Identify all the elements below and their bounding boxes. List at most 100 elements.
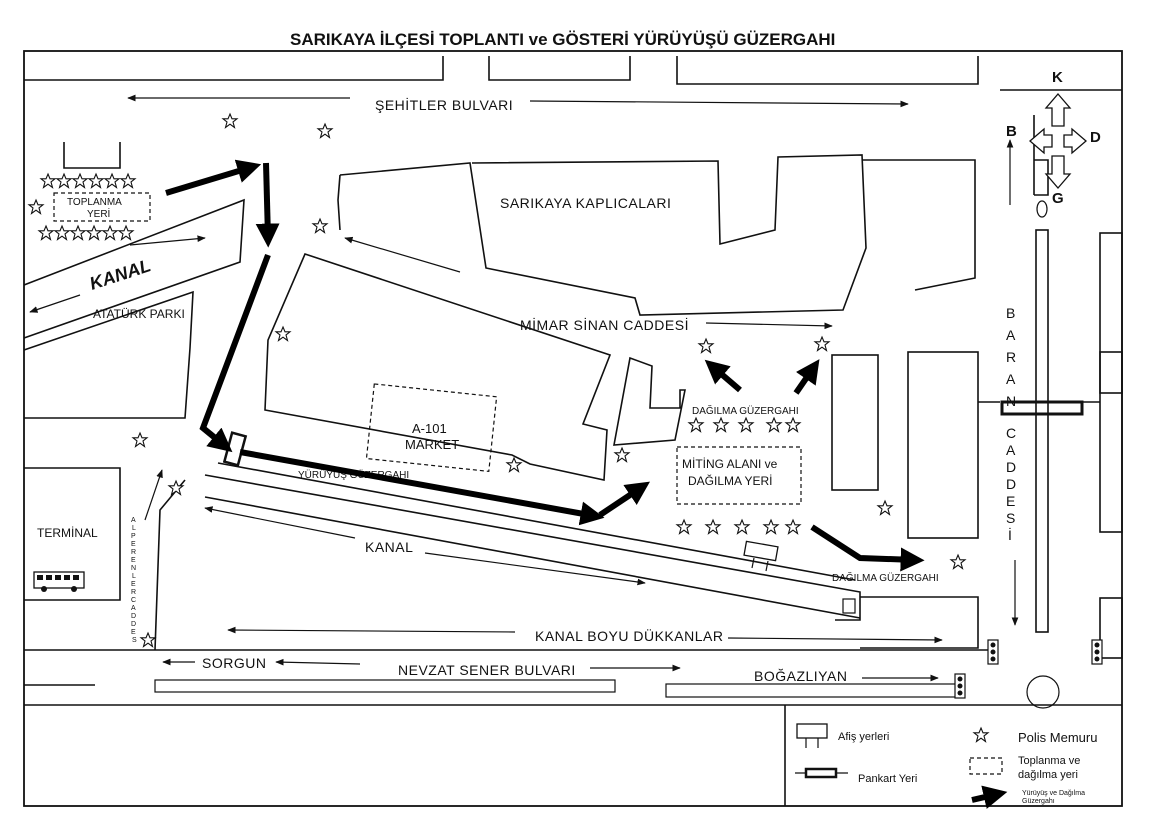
label-kanal-bold: KANAL bbox=[87, 255, 153, 293]
star-icon bbox=[785, 417, 801, 433]
star-icon bbox=[70, 225, 86, 241]
alperenler-letter: A bbox=[131, 517, 136, 524]
star-icon bbox=[506, 457, 522, 473]
march-route bbox=[165, 159, 925, 572]
street-sehitler: ŞEHİTLER BULVARI bbox=[375, 96, 513, 113]
caddesi-letter: D bbox=[1006, 459, 1017, 475]
star-icon bbox=[56, 173, 72, 189]
toplanma-yeri-area bbox=[53, 192, 151, 222]
star-icon bbox=[140, 632, 156, 648]
terminal-block bbox=[24, 467, 121, 601]
star-icon bbox=[705, 519, 721, 535]
star-icon bbox=[275, 326, 291, 342]
star-icon bbox=[222, 113, 238, 129]
caddesi-letter: D bbox=[1006, 476, 1017, 492]
label-kaplicalar: SARIKAYA KAPLICALARI bbox=[500, 195, 671, 211]
alperenler-letter: D bbox=[131, 613, 136, 620]
banner-icon bbox=[804, 767, 838, 779]
star-icon bbox=[973, 727, 989, 743]
legend-afis: Afiş yerleri bbox=[838, 731, 889, 743]
legend-route-line1: Yürüyüş ve Dağılma bbox=[1022, 790, 1085, 797]
star-icon bbox=[168, 480, 184, 496]
compass-south: G bbox=[1052, 190, 1064, 207]
kaplicalar-block bbox=[339, 154, 867, 316]
baran-letter: A bbox=[1006, 327, 1016, 343]
star-icon bbox=[676, 519, 692, 535]
map-title: SARIKAYA İLÇESİ TOPLANTI ve GÖSTERİ YÜRÜ… bbox=[290, 30, 835, 49]
legend: Afiş yerleri Pankart Yeri Polis Memuru T… bbox=[784, 705, 1097, 809]
legend-route-line2: Güzergahı bbox=[1022, 798, 1055, 805]
street-baran: B A R A N bbox=[1006, 305, 1017, 409]
legend-toplanma-line1: Toplanma ve bbox=[1018, 755, 1080, 767]
ataturk-park-area bbox=[23, 198, 245, 419]
star-icon bbox=[317, 123, 333, 139]
label-miting-line1: MİTİNG ALANI ve bbox=[682, 457, 778, 471]
compass-west: B bbox=[1006, 123, 1017, 140]
star-icon bbox=[118, 225, 134, 241]
star-icon bbox=[785, 519, 801, 535]
roundabout bbox=[1026, 675, 1060, 709]
poster-icon bbox=[743, 540, 779, 572]
market-block bbox=[264, 253, 612, 481]
label-market-line2: MARKET bbox=[405, 437, 459, 452]
label-dagilma-upper: DAĞILMA GÜZERGAHI bbox=[692, 404, 799, 417]
top-blocks bbox=[24, 56, 1122, 91]
legend-toplanma-line2: dağılma yeri bbox=[1018, 769, 1078, 781]
caddesi-letter: E bbox=[1006, 493, 1016, 509]
street-bogazliyan: BOĞAZLIYAN bbox=[754, 668, 847, 684]
market-area bbox=[365, 383, 498, 473]
star-icon bbox=[877, 500, 893, 516]
star-icon bbox=[738, 417, 754, 433]
baran-letter: R bbox=[1006, 349, 1017, 365]
star-icon bbox=[713, 417, 729, 433]
star-icon bbox=[40, 173, 56, 189]
legend-pankart: Pankart Yeri bbox=[858, 773, 917, 785]
caddesi-letter: C bbox=[1006, 425, 1017, 441]
caddesi-letter: S bbox=[1006, 510, 1016, 526]
star-icon bbox=[102, 225, 118, 241]
alperenler-letter: R bbox=[131, 589, 136, 596]
alperenler-letter: A bbox=[131, 605, 136, 612]
star-icon bbox=[763, 519, 779, 535]
alperenler-letter: L bbox=[132, 525, 136, 532]
star-icon bbox=[688, 417, 704, 433]
alperenler-letter: E bbox=[131, 541, 136, 548]
street-kanal: KANAL bbox=[365, 539, 413, 555]
label-dagilma-lower: DAĞILMA GÜZERGAHI bbox=[832, 571, 939, 584]
traffic-light-icon bbox=[1091, 639, 1103, 665]
star-icon bbox=[950, 554, 966, 570]
alperenler-letter: E bbox=[131, 557, 136, 564]
traffic-light-icon bbox=[987, 639, 999, 665]
star-icon bbox=[54, 225, 70, 241]
label-toplanma-line2: YERİ bbox=[87, 207, 110, 220]
star-icon bbox=[312, 218, 328, 234]
star-icon bbox=[86, 225, 102, 241]
label-ataturk-parki: ATATÜRK PARKI bbox=[93, 307, 185, 321]
alperenler-letter: D bbox=[131, 621, 136, 628]
star-icon bbox=[766, 417, 782, 433]
alperenler-letter: N bbox=[131, 565, 136, 572]
banner-icon bbox=[222, 431, 248, 467]
compass-north: K bbox=[1052, 69, 1063, 86]
street-mimar-sinan: MİMAR SİNAN CADDESİ bbox=[520, 316, 689, 333]
caddesi-letter: İ bbox=[1008, 526, 1012, 543]
star-icon bbox=[72, 173, 88, 189]
compass-east: D bbox=[1090, 129, 1101, 146]
poster-icon bbox=[796, 723, 828, 739]
star-icon bbox=[814, 336, 830, 352]
alperenler-letter: E bbox=[131, 629, 136, 636]
banner-icon bbox=[1000, 400, 1084, 416]
street-nevzat: NEVZAT SENER BULVARI bbox=[398, 662, 576, 678]
label-terminal: TERMİNAL bbox=[37, 526, 98, 540]
alperenler-letter: P bbox=[131, 533, 136, 540]
compass-icon bbox=[1029, 93, 1087, 189]
traffic-light-icon bbox=[954, 673, 966, 699]
label-toplanma-line1: TOPLANMA bbox=[67, 197, 122, 208]
star-icon bbox=[734, 519, 750, 535]
bus-icon bbox=[33, 571, 85, 592]
street-sorgun: SORGUN bbox=[202, 655, 266, 671]
star-icon bbox=[120, 173, 136, 189]
label-market-line1: A-101 bbox=[412, 421, 447, 436]
alperenler-letter: L bbox=[132, 573, 136, 580]
